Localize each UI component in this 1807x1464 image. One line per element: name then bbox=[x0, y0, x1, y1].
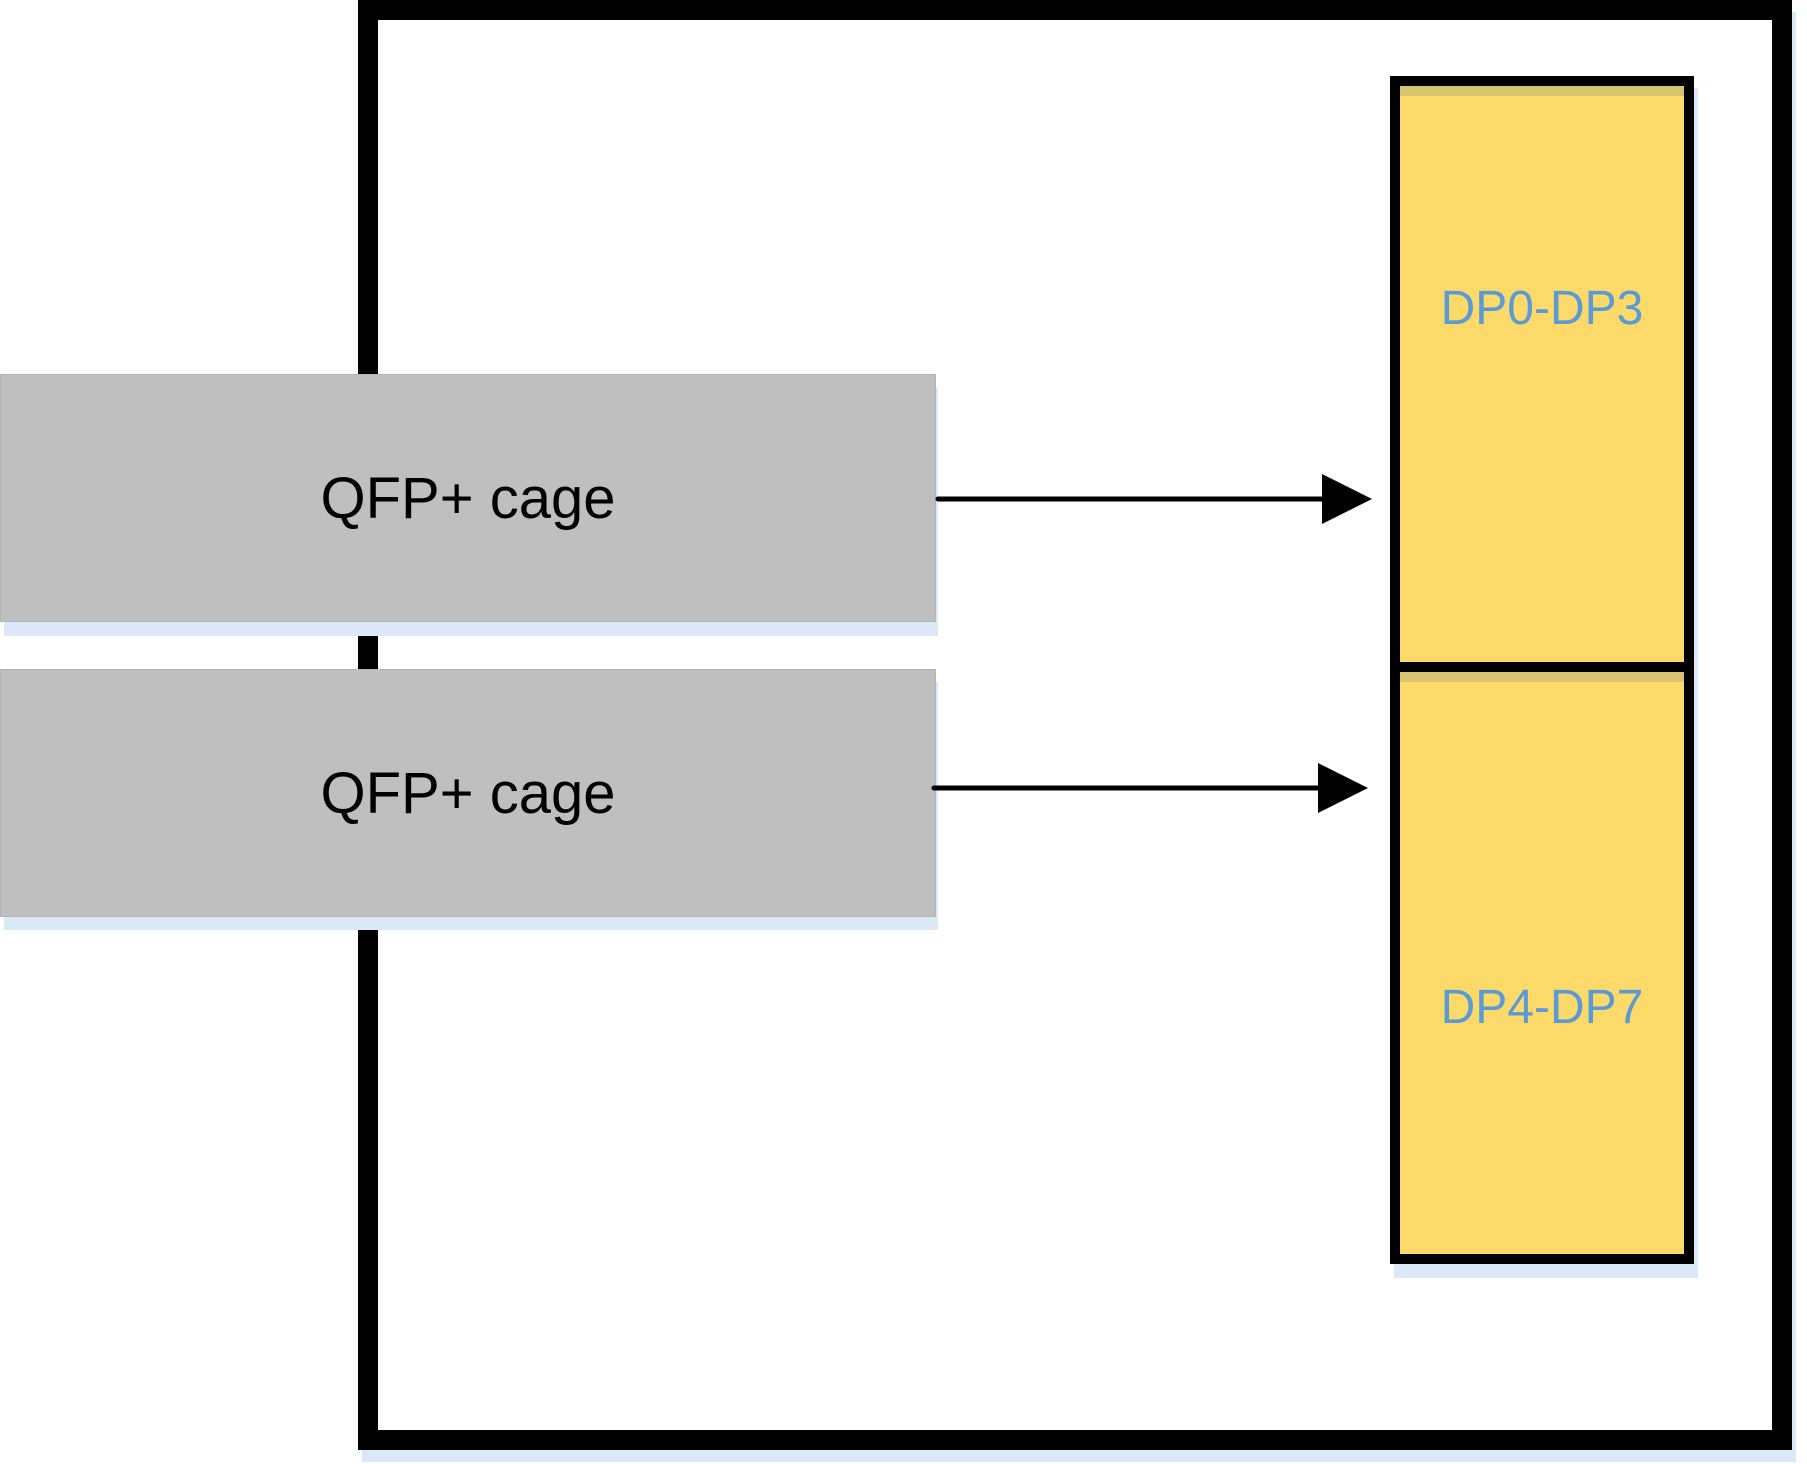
arrow-top-head bbox=[1322, 474, 1372, 524]
cage-label: QFP+ cage bbox=[320, 465, 616, 531]
qfp-cage-top: QFP+ cage bbox=[0, 374, 936, 622]
dp-block-label: DP0-DP3 bbox=[1440, 281, 1644, 335]
dp-block-top-line bbox=[1400, 672, 1684, 682]
dp-block-0-3: DP0-DP3 bbox=[1390, 76, 1694, 676]
arrow-bottom-head bbox=[1318, 763, 1368, 813]
dp-block-4-7: DP4-DP7 bbox=[1390, 662, 1694, 1264]
dp-block-label: DP4-DP7 bbox=[1440, 980, 1644, 1034]
arrow-bottom bbox=[931, 763, 1368, 813]
cage-label: QFP+ cage bbox=[320, 760, 616, 826]
qfp-cage-bottom: QFP+ cage bbox=[0, 669, 936, 917]
dp-block-top-line bbox=[1400, 86, 1684, 96]
arrow-top bbox=[935, 474, 1372, 524]
